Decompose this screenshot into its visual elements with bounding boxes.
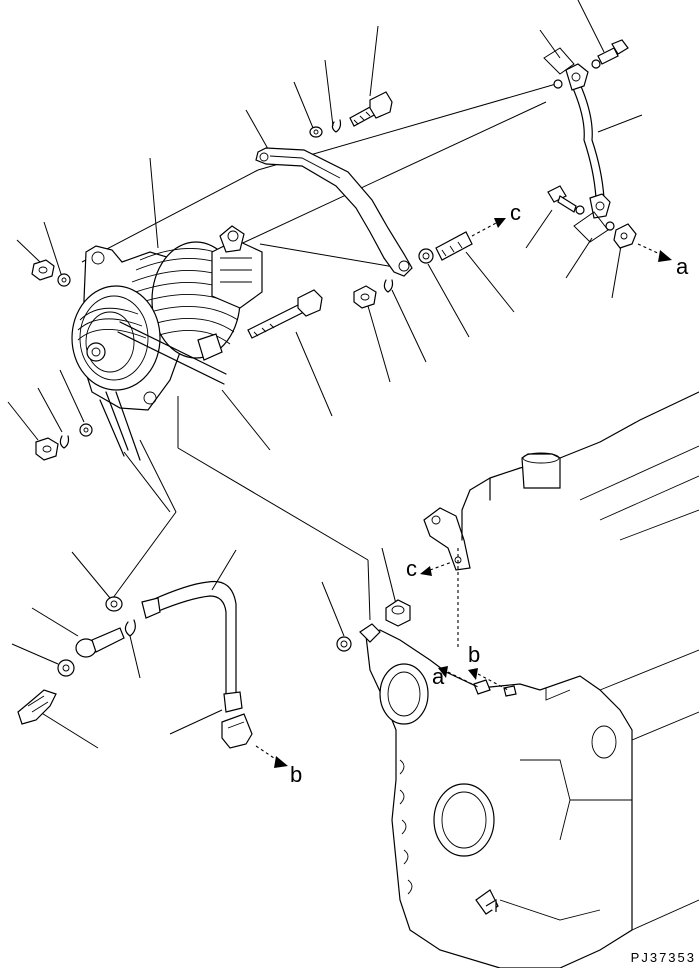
callout-b-block: b [468,642,480,667]
through-bolt [247,289,323,339]
drawing-id: PJ37353 [631,950,696,965]
bolt-top [349,91,393,127]
oil-pipe-assembly [547,39,637,249]
callout-a-upper: a [676,254,689,279]
callout-c-block: c [406,556,417,581]
callout-arrows [255,218,672,768]
compressor-assembly [71,225,263,461]
hose-assembly [17,580,253,749]
hardware-lower-left [35,423,93,461]
hardware-upper [31,91,473,339]
callout-c-upper: c [510,200,521,225]
callout-b-lower: b [290,762,302,787]
spacer-washer [336,599,411,652]
leader-lines [7,0,643,751]
adjustment-bracket [255,147,413,277]
nut-left-upper [31,259,55,281]
engine-block [365,391,699,968]
callout-a-block: a [432,664,445,689]
